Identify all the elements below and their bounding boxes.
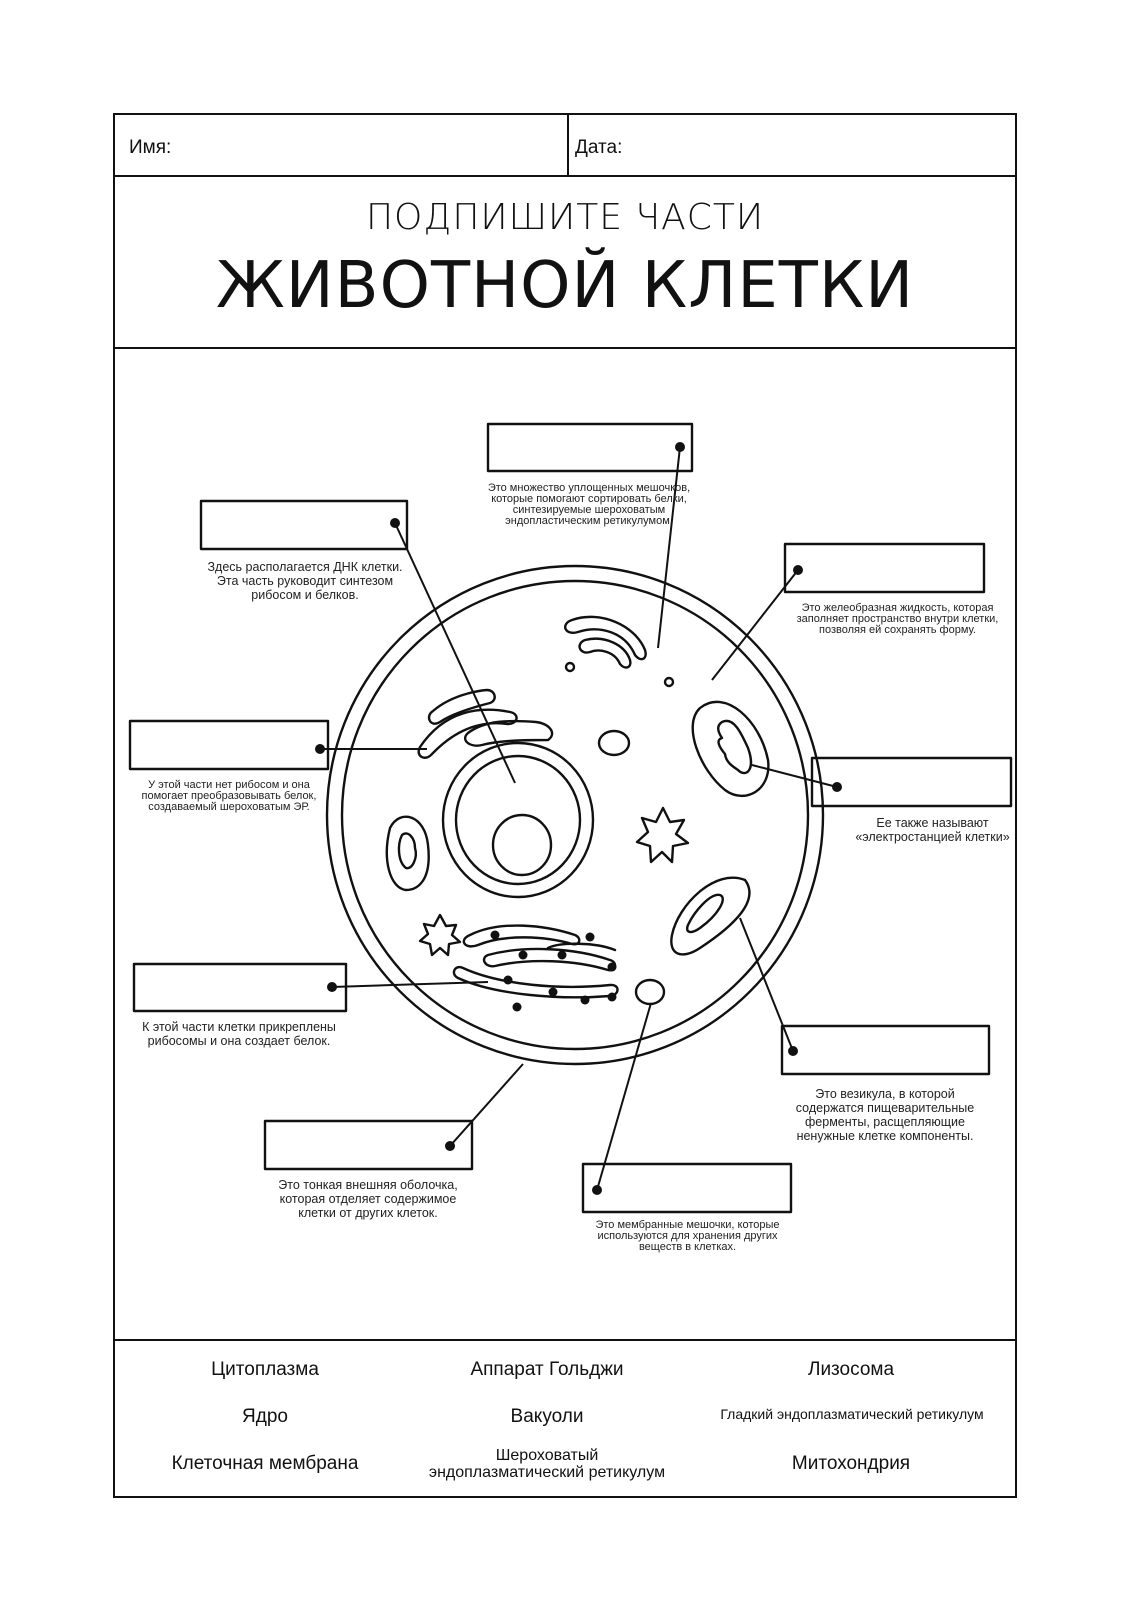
name-label: Имя: — [129, 137, 172, 158]
desc-vacuole: Это мембранные мешочки, которые использу… — [595, 1219, 780, 1253]
label-box-mitochondria — [810, 756, 1013, 808]
label-box-golgi — [486, 422, 694, 473]
word-rough-er-line1: Шероховатый — [495, 1447, 599, 1464]
word-mitochondria: Митохондрия — [791, 1453, 911, 1474]
header-divider — [567, 115, 569, 175]
centrosome-left — [418, 913, 462, 957]
label-box-rough-er — [132, 962, 348, 1013]
word-golgi: Аппарат Гольджи — [470, 1359, 624, 1380]
word-rough-er-line2: эндоплазматический ретикулум — [428, 1464, 666, 1481]
desc-rough-er: К этой части клетки прикреплены рибосомы… — [142, 1020, 336, 1048]
label-box-vacuole — [581, 1162, 793, 1214]
worksheet-frame: Имя: Дата: ПОДПИШИТЕ ЧАСТИ ЖИВОТНОЙ КЛЕТ… — [113, 113, 1017, 1498]
label-box-nucleus — [199, 499, 409, 551]
desc-membrane: Это тонкая внешняя оболочка, которая отд… — [278, 1178, 458, 1220]
word-nucleus: Ядро — [242, 1406, 288, 1427]
vesicle — [597, 729, 631, 757]
date-label: Дата: — [575, 137, 623, 158]
centrosome-right — [635, 806, 690, 864]
label-box-membrane — [263, 1119, 474, 1171]
word-cytoplasm: Цитоплазма — [211, 1359, 319, 1380]
mitochondrion-left — [385, 815, 430, 892]
word-lysosome: Лизосома — [807, 1359, 895, 1380]
word-bank: Цитоплазма Аппарат Гольджи Лизосома Ядро… — [115, 1339, 1015, 1498]
vacuole — [634, 978, 666, 1006]
word-vacuole: Вакуоли — [510, 1406, 584, 1427]
word-cell-membrane: Клеточная мембрана — [171, 1453, 359, 1474]
lysosome — [670, 876, 751, 956]
nucleus — [441, 741, 595, 899]
leader-dots — [315, 442, 842, 1195]
title-block: ПОДПИШИТЕ ЧАСТИ ЖИВОТНОЙ КЛЕТКИ — [115, 177, 1015, 349]
leader-lines — [320, 446, 838, 1191]
page-subtitle: ПОДПИШИТЕ ЧАСТИ — [365, 197, 764, 238]
desc-lysosome: Это везикула, в которой содержатся пищев… — [795, 1087, 975, 1143]
label-box-smooth-er — [128, 719, 330, 771]
desc-mitochondria: Ее также называют «электростанцией клетк… — [855, 816, 1010, 844]
smooth-er — [417, 688, 554, 759]
label-box-cytoplasm — [783, 542, 986, 594]
header-row: Имя: Дата: — [115, 115, 1015, 177]
cell-membrane — [325, 564, 825, 1066]
mitochondrion-right — [691, 700, 770, 798]
golgi-apparatus — [564, 615, 675, 688]
label-box-lysosome — [780, 1024, 991, 1076]
page-title: ЖИВОТНОЙ КЛЕТКИ — [215, 249, 915, 323]
word-smooth-er: Гладкий эндоплазматический ретикулум — [720, 1406, 984, 1422]
desc-smooth-er: У этой части нет рибосом и она помогает … — [141, 779, 317, 813]
desc-nucleus: Здесь располагается ДНК клетки. Эта част… — [207, 560, 403, 602]
desc-golgi: Это множество уплощенных мешочков, котор… — [487, 482, 691, 527]
desc-cytoplasm: Это желеобразная жидкость, которая запол… — [796, 602, 999, 636]
ribosomes — [490, 930, 617, 1012]
